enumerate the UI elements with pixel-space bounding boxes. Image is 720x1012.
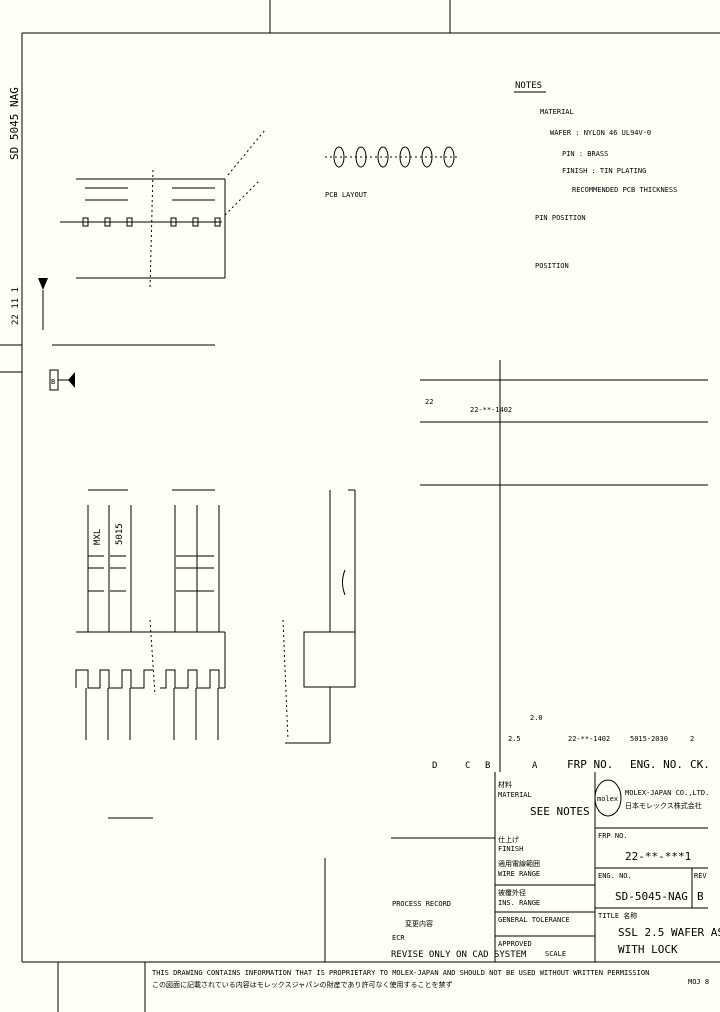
parts-table-header-1: C <box>465 761 470 771</box>
notes: NOTES MATERIAL WAFER : NYLON 46 UL94V-0 … <box>514 81 677 270</box>
title-block-material-value: SEE NOTES <box>530 805 590 818</box>
parts-table-header-3: A <box>532 761 538 771</box>
title-block-eng-label: ENG. NO. <box>598 872 632 880</box>
drawing-notes-5: PIN POSITION <box>535 214 586 222</box>
drawing-notes-4: RECOMMENDED PCB THICKNESS <box>572 186 677 194</box>
drawing-notes-3: FINISH : TIN PLATING <box>562 167 646 175</box>
title-block-change-label: 変更内容 <box>405 919 433 928</box>
table-header-row: D C B A FRP NO. ENG. NO. CK. <box>432 758 710 771</box>
title-block-rev-label: REV <box>694 872 707 880</box>
title-block-material-label: MATERIAL <box>498 791 532 799</box>
drawing-notes-6: POSITION <box>535 262 569 270</box>
frp-number: 22-**-***1 <box>625 850 691 863</box>
parts-table-rows-1-2: 2.5 <box>508 735 521 743</box>
connector-marking-2: 5015 <box>115 523 125 545</box>
title-block-scale-label: SCALE <box>545 950 566 958</box>
company-name-en: MOLEX-JAPAN CO.,LTD. <box>625 789 709 797</box>
title-block-finish-label-jp: 仕上げ <box>498 835 519 844</box>
connector-marking-1: MXL <box>93 529 103 545</box>
top-view <box>38 129 266 346</box>
drawing-notes-0: MATERIAL <box>540 108 574 116</box>
pcb-layout-label: PCB LAYOUT <box>325 191 368 199</box>
front-view: MXL 5015 <box>75 489 226 819</box>
revise-note: REVISE ONLY ON CAD SYSTEM <box>391 950 527 960</box>
doc-id-vertical: SD 5045 NAG <box>8 87 21 160</box>
parts-table-rows-0-2: 22-**-1402 <box>470 406 512 414</box>
title-block-approved-label: APPROVED <box>498 940 532 948</box>
drawing-notes-title: NOTES <box>515 81 542 91</box>
revision: B <box>697 890 704 903</box>
parts-table: 22 22-**-1402 2.5 2.0 22-**-1402 5015-20… <box>420 360 710 772</box>
title-block-logo: molex <box>597 795 618 803</box>
title-block-wire-range-label: WIRE RANGE <box>498 870 540 878</box>
parts-table-header-4: FRP NO. <box>567 758 613 771</box>
parts-table-header-6: CK. <box>690 758 710 771</box>
form-number: MOJ 8 <box>688 978 709 986</box>
pin-row <box>82 217 221 227</box>
section-marker: B <box>49 369 75 391</box>
parts-table-rows-1-5: 5015-2030 <box>630 735 668 743</box>
doc-id-vertical-lower: 22 11 1 <box>11 287 21 325</box>
parts-table-rows-1-0: 22 <box>425 398 433 406</box>
molex-logo: molex <box>594 779 622 817</box>
title-block-wire-range-label-jp: 適用電線範囲 <box>498 859 540 868</box>
drawing-title-line1: SSL 2.5 WAFER ASSY <box>618 926 720 939</box>
parts-table-rows-0-6: 2 <box>690 735 694 743</box>
company-name-jp: 日本モレックス株式会社 <box>625 801 702 810</box>
title-block-frp-label: FRP NO. <box>598 832 628 840</box>
parts-table-header-5: ENG. NO. <box>630 758 683 771</box>
proprietary-notice-en: THIS DRAWING CONTAINS INFORMATION THAT I… <box>152 969 649 977</box>
title-block: 材料 MATERIAL SEE NOTES 仕上げ FINISH 適用電線範囲 … <box>152 772 720 989</box>
proprietary-notice-jp: この図面に記載されている内容はモレックスジャパンの財産であり許可なく使用すること… <box>152 980 453 989</box>
pcb-layout-holes: PCB LAYOUT <box>325 146 460 199</box>
drawing-notes-1: WAFER : NYLON 46 UL94V-0 <box>550 129 651 137</box>
drawing-title-line2: WITH LOCK <box>618 943 678 956</box>
parts-table-header-0: D <box>432 761 437 771</box>
title-block-finish-label: FINISH <box>498 845 523 853</box>
title-block-general-tol: GENERAL TOLERANCE <box>498 916 570 924</box>
drawing-notes-2: PIN : BRASS <box>562 150 608 158</box>
parts-table-rows-0-4: 22-**-1402 <box>568 735 610 743</box>
title-block-ins-range-label-jp: 被覆外径 <box>498 888 526 897</box>
table-cell-a: 2.0 <box>530 714 543 722</box>
title-block-material-label-jp: 材料 <box>498 780 512 789</box>
parts-table-header-2: B <box>485 761 490 771</box>
title-block-process-label: PROCESS RECORD <box>392 900 451 908</box>
title-block-ecr-label: ECR <box>392 934 405 942</box>
side-view <box>282 489 356 744</box>
title-block-ins-range-label: INS. RANGE <box>498 899 540 907</box>
title-block-title-label: TITLE 名称 <box>598 911 637 920</box>
drawing-section-marker: B <box>51 378 55 386</box>
eng-number: SD-5045-NAG <box>615 890 688 903</box>
